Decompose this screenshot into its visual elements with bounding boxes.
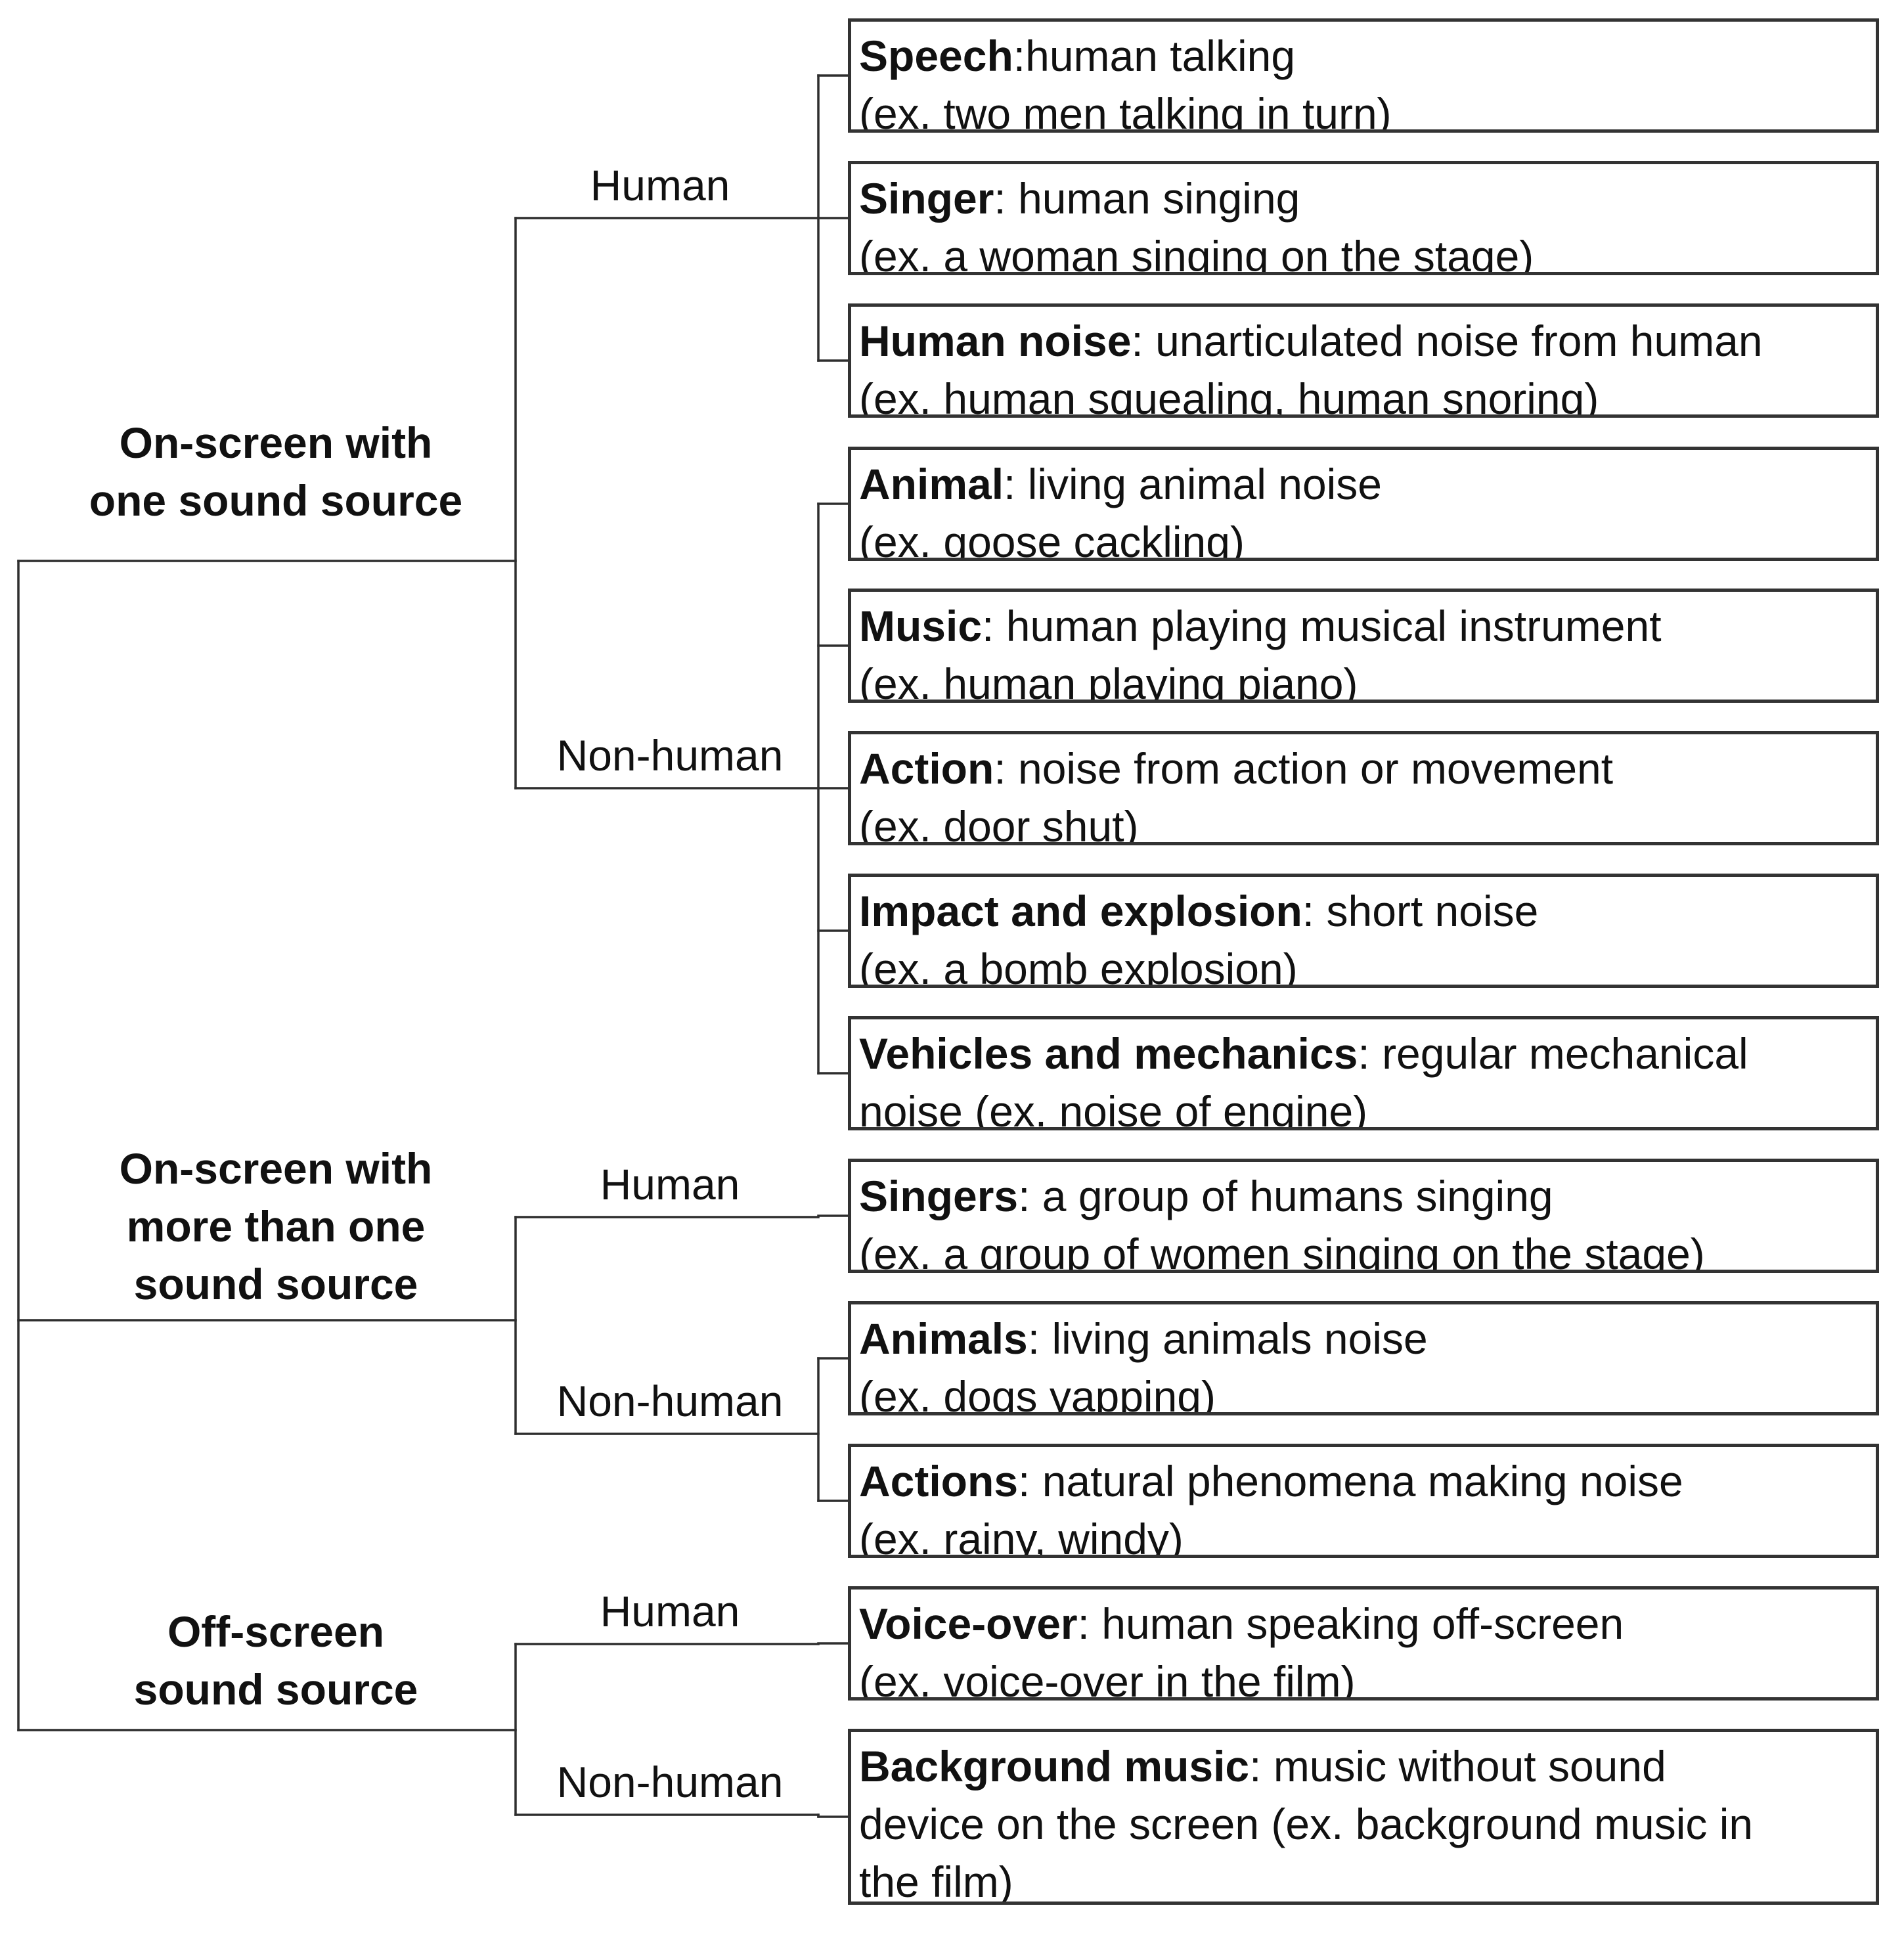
leaf-box: Background music: music without sound dev… — [848, 1729, 1879, 1905]
leaf-description-line: noise (ex. noise of engine) — [859, 1087, 1368, 1130]
leaf-description-line: (ex. rainy, windy) — [859, 1515, 1184, 1558]
category-label-line: one sound source — [89, 476, 463, 525]
branch-label: Non-human — [556, 731, 784, 780]
leaf-description-line: (ex. two men talking in turn) — [859, 89, 1392, 133]
category-label: On-screen with one sound source — [46, 414, 506, 529]
leaf-separator: : — [1302, 887, 1327, 935]
branch-label: Non-human — [556, 1758, 784, 1806]
leaf-separator: : — [1018, 1172, 1042, 1220]
leaf-term: Impact and explosion — [859, 887, 1302, 935]
category-label-line: On-screen with — [119, 1144, 433, 1193]
leaf-box: Human noise: unarticulated noise from hu… — [848, 303, 1879, 418]
leaf-box: Speech:human talking (ex. two men talking… — [848, 18, 1879, 133]
leaf-separator: : — [1013, 32, 1026, 80]
leaf-term: Background music — [859, 1742, 1250, 1790]
leaf-term: Action — [859, 744, 994, 793]
leaf-box: Animals: living animals noise (ex. dogs y… — [848, 1301, 1879, 1415]
leaf-separator: : — [1027, 1314, 1052, 1363]
leaf-description-line: human singing — [1018, 174, 1300, 223]
leaf-separator: : — [1249, 1742, 1273, 1790]
leaf-description-line: human playing musical instrument — [1006, 602, 1662, 650]
leaf-description-line: living animals noise — [1052, 1314, 1428, 1363]
leaf-description-line: (ex. a bomb explosion) — [859, 945, 1298, 988]
leaf-term: Animal — [859, 460, 1004, 508]
leaf-description-line: (ex. voice-over in the film) — [859, 1657, 1356, 1701]
branch-label: Human — [600, 1160, 740, 1209]
leaf-description-line: (ex. door shut) — [859, 802, 1139, 845]
leaf-box: Vehicles and mechanics: regular mechanic… — [848, 1016, 1879, 1130]
category-label-line: Off-screen — [167, 1607, 385, 1656]
leaf-term: Singers — [859, 1172, 1019, 1220]
leaf-description-line: (ex. human playing piano) — [859, 659, 1358, 703]
leaf-description-line: natural phenomena making noise — [1042, 1457, 1683, 1505]
leaf-description-line: (ex. a woman singing on the stage) — [859, 232, 1534, 275]
category-label: On-screen with more than one sound source — [46, 1140, 506, 1313]
leaf-description-line: (ex. human squealing, human snoring) — [859, 374, 1599, 418]
branch-label: Non-human — [556, 1377, 784, 1425]
leaf-separator: : — [994, 744, 1019, 793]
leaf-separator: : — [982, 602, 1006, 650]
category-label-line: more than one — [126, 1202, 426, 1251]
leaf-description-line: a group of humans singing — [1042, 1172, 1553, 1220]
category-label-line: On-screen with — [119, 418, 433, 467]
branch-label: Human — [590, 161, 730, 210]
leaf-box: Voice-over: human speaking off-screen (ex… — [848, 1586, 1879, 1701]
leaf-box: Impact and explosion: short noise (ex. a … — [848, 874, 1879, 988]
leaf-separator: : — [994, 174, 1019, 223]
leaf-box: Animal: living animal noise (ex. goose ca… — [848, 447, 1879, 561]
category-label: Off-screen sound source — [46, 1603, 506, 1718]
leaf-description-line: (ex. a group of women singing on the sta… — [859, 1230, 1705, 1273]
leaf-description-line: human speaking off-screen — [1101, 1599, 1624, 1648]
leaf-description-line: noise from action or movement — [1018, 744, 1614, 793]
leaf-description-line: unarticulated noise from human — [1155, 317, 1763, 365]
category-label-line: sound source — [133, 1665, 418, 1714]
leaf-box: Action: noise from action or movement (ex… — [848, 731, 1879, 845]
leaf-description-line: device on the screen (ex. background mus… — [859, 1800, 1754, 1848]
leaf-box: Singers: a group of humans singing (ex. a… — [848, 1159, 1879, 1273]
leaf-box: Actions: natural phenomena making noise (… — [848, 1444, 1879, 1558]
branch-label: Human — [600, 1587, 740, 1635]
leaf-box: Singer: human singing (ex. a woman singin… — [848, 161, 1879, 275]
leaf-term: Singer — [859, 174, 994, 223]
leaf-description-line: regular mechanical — [1382, 1029, 1748, 1078]
leaf-separator: : — [1358, 1029, 1383, 1078]
leaf-separator: : — [1004, 460, 1028, 508]
leaf-term: Actions — [859, 1457, 1019, 1505]
leaf-separator: : — [1077, 1599, 1102, 1648]
leaf-term: Animals — [859, 1314, 1028, 1363]
leaf-description-line: (ex. dogs yapping) — [859, 1372, 1216, 1415]
leaf-description-line: (ex. goose cackling) — [859, 518, 1245, 561]
leaf-box: Music: human playing musical instrument (… — [848, 589, 1879, 703]
leaf-description-line: short noise — [1326, 887, 1539, 935]
category-label-line: sound source — [133, 1260, 418, 1308]
leaf-term: Music — [859, 602, 983, 650]
leaf-separator: : — [1131, 317, 1156, 365]
leaf-description-line: the film) — [859, 1857, 1013, 1905]
leaf-term: Vehicles and mechanics — [859, 1029, 1358, 1078]
leaf-description-line: living animal noise — [1027, 460, 1383, 508]
leaf-term: Speech — [859, 32, 1013, 80]
leaf-separator: : — [1018, 1457, 1042, 1505]
leaf-description-line: music without sound — [1273, 1742, 1666, 1790]
leaf-description-line: human talking — [1025, 32, 1296, 80]
leaf-term: Human noise — [859, 317, 1132, 365]
leaf-term: Voice-over — [859, 1599, 1078, 1648]
